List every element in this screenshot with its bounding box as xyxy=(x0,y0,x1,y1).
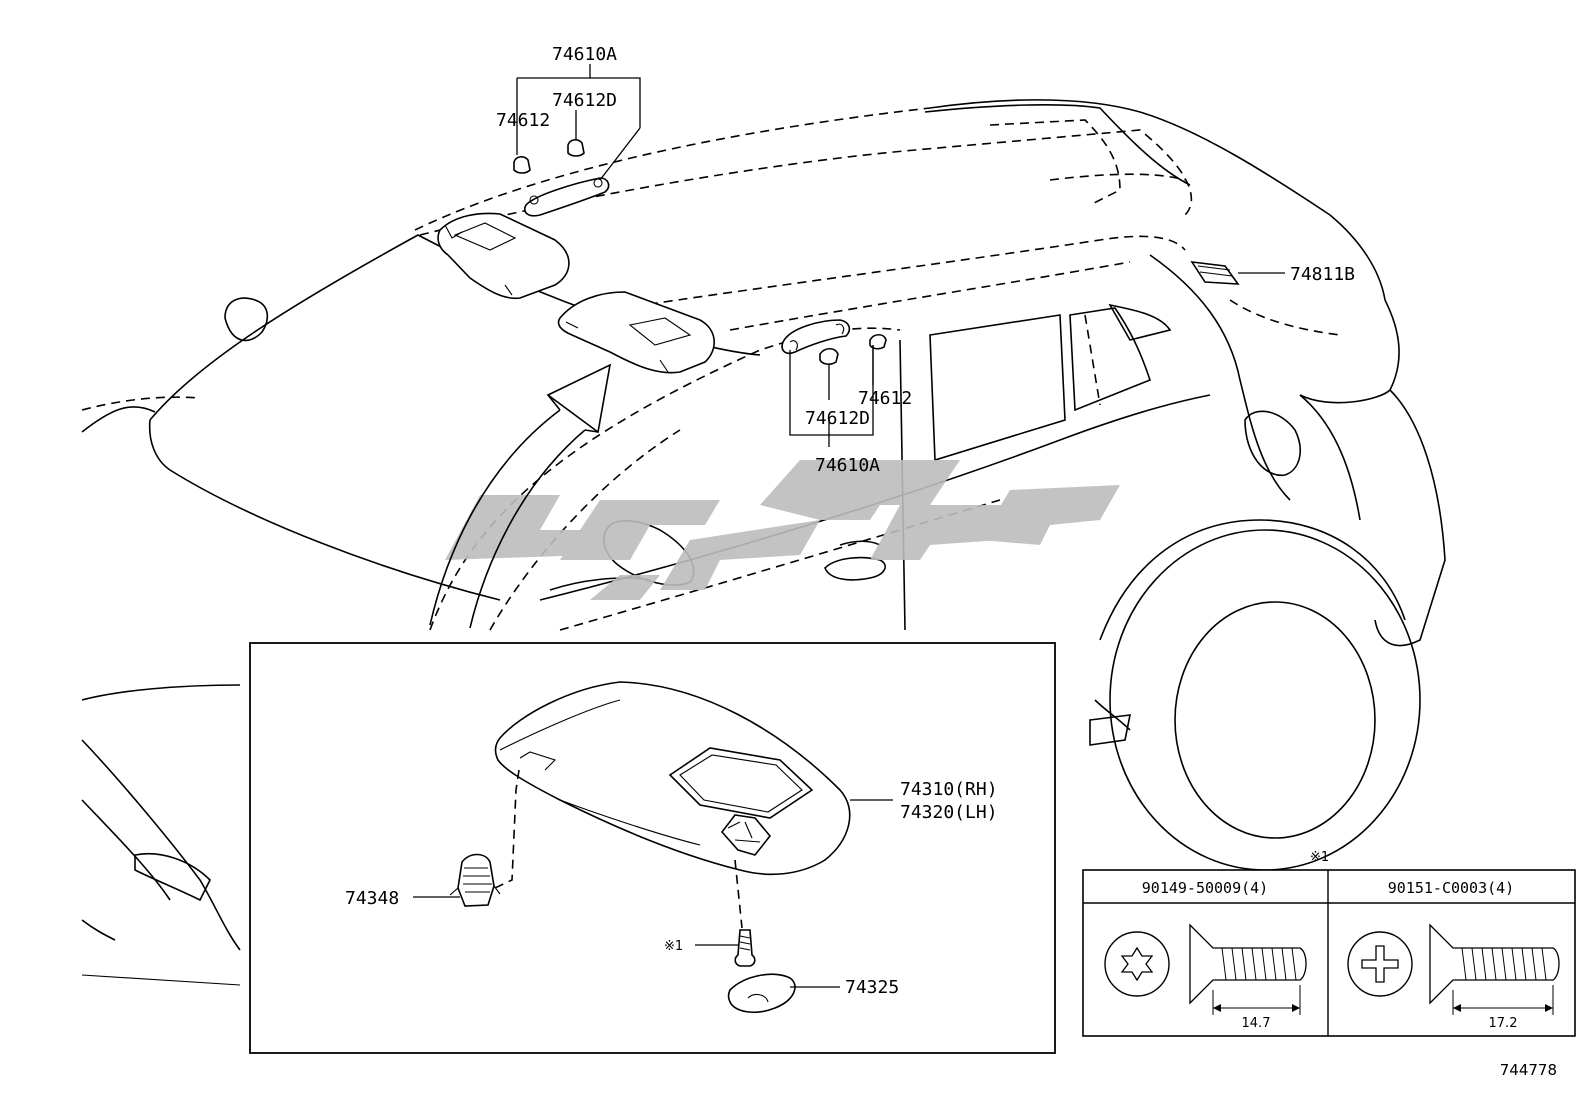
screw-col1-partno: 90149-50009(4) xyxy=(1142,879,1268,897)
label-74612-front: 74612 xyxy=(496,110,550,131)
label-74612D-front: 74612D xyxy=(552,90,617,111)
holder-dashline xyxy=(494,769,520,889)
leader-lines-detail xyxy=(413,799,893,988)
label-74310-rh: 74310(RH) xyxy=(900,779,998,800)
assist-grip-front[interactable] xyxy=(524,177,610,217)
assist-grip-rear[interactable] xyxy=(781,319,851,355)
label-74612-rear: 74612 xyxy=(858,388,912,409)
cap-front-74612d[interactable] xyxy=(567,139,585,157)
leader-lines-top xyxy=(516,64,1285,447)
room-lamp[interactable] xyxy=(1190,260,1240,285)
label-screw-ref: ※1 xyxy=(664,939,683,954)
top-labels: 74610A 74612D 74612 74811B 74612 74612D … xyxy=(496,44,1355,476)
cap-rear-74612d[interactable] xyxy=(819,347,839,365)
cap-front-74612[interactable] xyxy=(513,156,531,174)
phillips-head-icon xyxy=(1347,931,1413,997)
watermark-logo xyxy=(445,460,1120,600)
sun-visor-right-installed[interactable] xyxy=(557,291,715,374)
screw-table: ※1 90149-50009(4) 90151-C0003(4) 14.7 xyxy=(1082,850,1576,1037)
screw-side-icon-2 xyxy=(1429,923,1560,1015)
screw-dashline xyxy=(734,859,743,929)
screw-cover[interactable] xyxy=(727,973,796,1014)
screw-col2-partno: 90151-C0003(4) xyxy=(1388,879,1514,897)
screw-col1-length: 14.7 xyxy=(1242,1016,1271,1031)
label-74612D-rear: 74612D xyxy=(805,408,870,429)
cap-rear-74612[interactable] xyxy=(869,333,887,350)
screw-side-icon-1 xyxy=(1189,923,1307,1015)
screw-detail[interactable] xyxy=(734,929,756,967)
detail-labels: 74310(RH) 74320(LH) 74348 ※1 74325 xyxy=(345,779,998,998)
label-74811B: 74811B xyxy=(1290,264,1355,285)
label-74610A-rear: 74610A xyxy=(815,455,880,476)
label-74610A-front: 74610A xyxy=(552,44,617,65)
screw-table-ref: ※1 xyxy=(1310,850,1329,865)
torx-head-icon xyxy=(1104,931,1170,997)
callout-arrow xyxy=(429,363,612,629)
drawing-number: 744778 xyxy=(1500,1061,1557,1079)
sun-visor-detail[interactable] xyxy=(494,681,851,876)
screw-col2-length: 17.2 xyxy=(1489,1016,1518,1031)
car-body-outline xyxy=(81,99,1446,986)
label-74348: 74348 xyxy=(345,888,399,909)
visor-holder[interactable] xyxy=(449,853,501,907)
label-74325: 74325 xyxy=(845,977,899,998)
sun-visor-left-installed[interactable] xyxy=(437,212,570,300)
label-74320-lh: 74320(LH) xyxy=(900,802,998,823)
